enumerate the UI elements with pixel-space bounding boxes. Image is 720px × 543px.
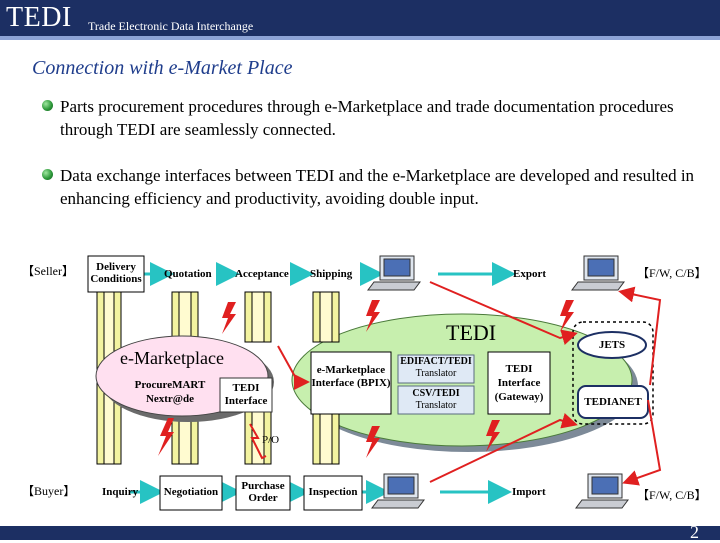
bullet-text-2: Data exchange interfaces between TEDI an… (60, 166, 695, 208)
delivery-conditions-label: Delivery Conditions (90, 261, 142, 285)
bullet-text-1: Parts procurement procedures through e-M… (60, 97, 674, 139)
lightning-icon (158, 418, 174, 456)
shipping-label: Shipping (310, 268, 353, 280)
vertical-bar-inner (251, 291, 265, 343)
acceptance-label: Acceptance (235, 268, 289, 280)
purchase-order-label: Purchase Order (241, 480, 285, 504)
edifact-label: EDIFACT/TEDI (400, 356, 472, 367)
delivery-conditions-box (87, 255, 145, 293)
negotiation-box (159, 475, 223, 511)
gateway-label: TEDI Interface (Gateway) (494, 363, 544, 403)
brand-title: TEDI (6, 2, 72, 33)
lightning-icon (366, 300, 380, 332)
import-label: Import (512, 486, 546, 498)
slide-title: Connection with e-Market Place (32, 57, 293, 79)
inspection-box (303, 475, 363, 511)
quotation-label: Quotation (164, 268, 212, 280)
seller-label: 【Seller】 (22, 264, 74, 278)
vertical-bar-inner (319, 411, 333, 465)
emarket-tedi-interface-label: TEDI Interface (224, 382, 268, 407)
csv-sub-label: Translator (415, 400, 457, 411)
export-label: Export (513, 268, 546, 280)
bullet-icon (42, 169, 53, 180)
fw-cb-label-top: 【F/W, C/B】 (637, 266, 707, 280)
emarket-title: e-Marketplace (120, 348, 224, 368)
inspection-label: Inspection (308, 486, 358, 498)
computer-icon (571, 255, 625, 291)
procuremart-label: ProcureMART Nextr@de (134, 379, 206, 405)
vertical-bar-inner (178, 291, 192, 343)
csv-label: CSV/TEDI (412, 388, 460, 399)
header-rule (0, 36, 720, 40)
header-bar (0, 0, 720, 36)
lightning-icon (486, 420, 500, 452)
page-number: 2 (690, 522, 699, 542)
computer-icon (367, 255, 421, 291)
lightning-icon (366, 426, 380, 458)
po-label: P/O (262, 434, 280, 446)
tedianet-label: TEDIANET (584, 396, 642, 408)
edifact-sub-label: Translator (415, 368, 457, 379)
inquiry-label: Inquiry (102, 486, 139, 498)
computer-icon (575, 473, 629, 509)
lightning-icon (222, 302, 236, 334)
gateway-box (487, 351, 551, 415)
emarket-tedi-interface-box (219, 377, 273, 413)
tedi-title: TEDI (446, 320, 497, 345)
purchase-order-box (235, 475, 291, 511)
bullet-icon (42, 100, 53, 111)
brand-subtitle: Trade Electronic Data Interchange (88, 19, 254, 33)
jets-label: JETS (598, 339, 626, 351)
fw-cb-label-bottom: 【F/W, C/B】 (637, 488, 707, 502)
buyer-label: 【Buyer】 (22, 484, 76, 498)
vertical-bar-inner (319, 291, 333, 343)
footer-bar (0, 526, 720, 540)
negotiation-label: Negotiation (163, 486, 219, 498)
edifact-translator-box (397, 354, 475, 384)
jets-group-outline (572, 321, 654, 425)
bpix-label: e-Marketplace Interface (BPIX) (311, 364, 391, 389)
bpix-box (310, 351, 392, 415)
computer-icon (371, 473, 425, 509)
csv-translator-box (397, 385, 475, 415)
jets-badge (577, 331, 647, 359)
lightning-icon (560, 300, 574, 332)
